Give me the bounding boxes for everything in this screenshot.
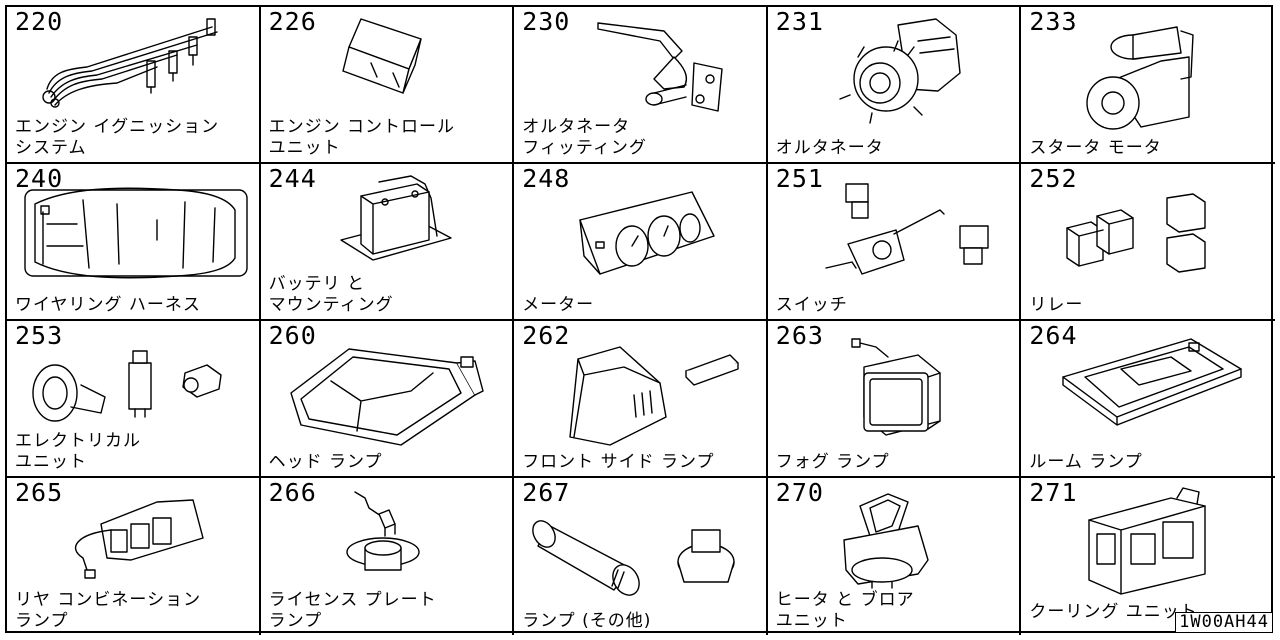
category-label: フォグ ランプ (775, 452, 890, 472)
battery-illustration (339, 175, 452, 261)
category-cell-220[interactable]: 220 エンジン イグニッション システム (7, 7, 261, 164)
category-label: スイッチ (775, 295, 848, 315)
category-label: メーター (522, 295, 595, 315)
ignition-wires-illustration (42, 18, 218, 108)
figure-reference-code: 1W00AH44 (1175, 612, 1273, 633)
category-cell-233[interactable]: 233 スタータ モータ (1021, 7, 1275, 164)
fog-lamp-illustration (851, 338, 941, 436)
alternator-illustration (839, 18, 961, 124)
lamp-other-illustration (532, 520, 735, 596)
category-label: ライセンス プレート ランプ (268, 590, 437, 631)
category-code: 262 (522, 321, 571, 350)
category-label: オルタネータ (775, 138, 884, 158)
parts-category-grid: 220 エンジン イグニッション システム 226 エンジン コントロール ユニ… (5, 5, 1275, 635)
category-cell-262[interactable]: 262 フロント サイド ランプ (514, 321, 768, 478)
category-cell-263[interactable]: 263 フォグ ランプ (767, 321, 1022, 478)
engine-control-unit-illustration (341, 18, 422, 94)
category-label: ワイヤリング ハーネス (15, 295, 201, 315)
category-code: 270 (775, 478, 824, 507)
category-cell-260[interactable]: 260 ヘッド ランプ (260, 321, 515, 478)
alternator-bracket-illustration (597, 22, 723, 112)
category-cell-240[interactable]: 240 ワイヤリング ハーネス (7, 164, 261, 321)
license-plate-lamp-illustration (345, 491, 420, 571)
rear-combination-lamp-illustration (74, 499, 204, 579)
category-code: 233 (1029, 7, 1078, 36)
category-cell-231[interactable]: 231 オルタネータ (767, 7, 1022, 164)
category-code: 231 (775, 7, 824, 36)
category-label: エレクトリカル ユニット (15, 431, 141, 472)
heater-blower-unit-illustration (843, 493, 929, 589)
category-label: オルタネータ フィッティング (522, 117, 647, 158)
electrical-unit-illustration (32, 350, 222, 422)
wiring-harness-illustration (24, 187, 248, 279)
category-label: フロント サイド ランプ (522, 452, 715, 472)
category-cell-271[interactable]: 271 クーリング ユニット (1021, 478, 1275, 635)
category-label: ルーム ランプ (1029, 452, 1143, 472)
category-cell-248[interactable]: 248 メーター (514, 164, 768, 321)
category-code: 267 (522, 478, 571, 507)
category-code: 271 (1029, 478, 1078, 507)
cooling-unit-illustration (1088, 487, 1207, 595)
meter-cluster-illustration (579, 191, 715, 275)
category-cell-264[interactable]: 264 ルーム ランプ (1021, 321, 1275, 478)
category-code: 253 (15, 321, 64, 350)
category-code: 220 (15, 7, 64, 36)
switch-illustration (825, 183, 989, 275)
category-cell-265[interactable]: 265 リヤ コンビネーション ランプ (7, 478, 261, 635)
room-lamp-illustration (1062, 338, 1243, 426)
category-cell-226[interactable]: 226 エンジン コントロール ユニット (260, 7, 515, 164)
category-code: 264 (1029, 321, 1078, 350)
category-cell-270[interactable]: 270 ヒータ と ブロア ユニット (768, 478, 1022, 635)
category-cell-252[interactable]: 252 リレー (1021, 164, 1275, 321)
category-code: 260 (268, 321, 317, 350)
starter-motor-illustration (1086, 26, 1195, 130)
category-cell-253[interactable]: 253 エレクトリカル ユニット (7, 321, 261, 478)
category-label: リヤ コンビネーション ランプ (15, 590, 202, 631)
category-cell-230[interactable]: 230 オルタネータ フィッティング (514, 7, 768, 164)
category-code: 251 (775, 164, 824, 193)
category-code: 263 (775, 321, 824, 350)
category-label: クーリング ユニット (1029, 602, 1198, 622)
category-label: エンジン イグニッション システム (15, 117, 220, 158)
category-code: 226 (268, 7, 317, 36)
category-cell-244[interactable]: 244 バッテリ と マウンティング (260, 164, 515, 321)
category-label: リレー (1029, 295, 1084, 315)
category-code: 230 (522, 7, 571, 36)
headlamp-illustration (289, 348, 484, 446)
category-label: ランプ (その他) (522, 611, 652, 631)
category-label: バッテリ と マウンティング (268, 274, 394, 315)
category-label: スタータ モータ (1029, 138, 1162, 158)
category-code: 252 (1029, 164, 1078, 193)
category-cell-267[interactable]: 267 ランプ (その他) (514, 478, 768, 635)
category-cell-266[interactable]: 266 ライセンス プレート ランプ (261, 478, 515, 635)
category-code: 248 (522, 164, 571, 193)
category-code: 265 (15, 478, 64, 507)
category-cell-251[interactable]: 251 スイッチ (767, 164, 1022, 321)
front-side-lamp-illustration (569, 346, 739, 446)
category-label: ヒータ と ブロア ユニット (775, 590, 915, 631)
category-label: ヘッド ランプ (268, 452, 383, 472)
category-code: 240 (15, 164, 64, 193)
category-code: 266 (268, 478, 317, 507)
category-code: 244 (268, 164, 317, 193)
relay-illustration (1066, 193, 1207, 273)
category-label: エンジン コントロール ユニット (268, 117, 455, 158)
